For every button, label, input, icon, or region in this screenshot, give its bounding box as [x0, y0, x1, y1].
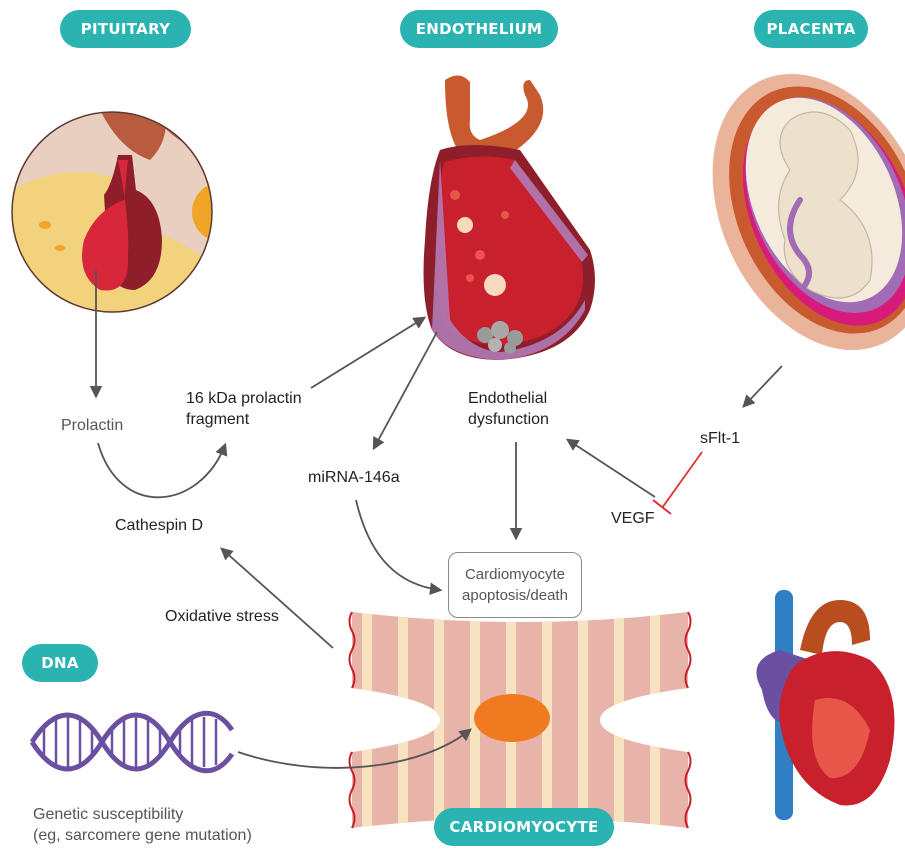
apoptosis-line-2: apoptosis/death	[462, 585, 568, 606]
inhibition-line	[662, 452, 702, 508]
cardiomyocyte-illustration	[350, 605, 691, 835]
oxidative-stress-label: Oxidative stress	[165, 606, 279, 627]
cardiomyocyte-pill: CARDIOMYOCYTE	[434, 808, 614, 846]
arrow-oxidative-cathepsin	[222, 549, 333, 648]
genetic-line-1: Genetic susceptibility	[33, 804, 252, 825]
genetic-label: Genetic susceptibility (eg, sarcomere ge…	[33, 804, 252, 846]
arrow-mirna-apoptosis	[356, 500, 440, 590]
apoptosis-line-1: Cardiomyocyte	[465, 564, 565, 585]
cardiomyocyte-label: CARDIOMYOCYTE	[449, 818, 598, 836]
vegf-label: VEGF	[611, 508, 655, 529]
arrow-endothelium-mirna	[374, 332, 437, 448]
nucleus	[474, 694, 550, 742]
genetic-line-2: (eg, sarcomere gene mutation)	[33, 825, 252, 846]
arrow-vegf-dysfunction	[568, 440, 655, 497]
arrow-placenta-sflt1	[744, 366, 782, 406]
endothelial-line-2: dysfunction	[468, 409, 549, 430]
pituitary-pill: PITUITARY	[60, 10, 191, 48]
arrow-prolactin-fragment	[98, 443, 225, 497]
prolactin-label: Prolactin	[61, 415, 123, 436]
dna-pill: DNA	[22, 644, 98, 682]
arrow-fragment-endothelium	[311, 318, 424, 388]
endothelium-pill: ENDOTHELIUM	[400, 10, 558, 48]
endothelial-line-1: Endothelial	[468, 388, 549, 409]
sflt1-label: sFlt-1	[700, 428, 740, 449]
cathepsin-label: Cathespin D	[115, 515, 203, 536]
fragment-line-2: fragment	[186, 409, 302, 430]
pituitary-label: PITUITARY	[81, 20, 171, 38]
heart-illustration	[756, 590, 894, 820]
fragment-label: 16 kDa prolactin fragment	[186, 388, 302, 430]
mirna-label: miRNA-146a	[308, 467, 400, 488]
placenta-pill: PLACENTA	[754, 10, 868, 48]
pituitary-illustration	[0, 100, 252, 340]
endothelial-dysfunction-label: Endothelial dysfunction	[468, 388, 549, 430]
dna-illustration	[32, 713, 232, 770]
placenta-illustration	[670, 38, 905, 385]
endothelium-illustration	[424, 75, 595, 360]
placenta-label: PLACENTA	[766, 20, 855, 38]
inhibition-bar	[653, 500, 671, 514]
fragment-line-1: 16 kDa prolactin	[186, 388, 302, 409]
dna-label: DNA	[41, 654, 79, 672]
apoptosis-box: Cardiomyocyte apoptosis/death	[448, 552, 582, 618]
endothelium-label: ENDOTHELIUM	[416, 20, 543, 38]
